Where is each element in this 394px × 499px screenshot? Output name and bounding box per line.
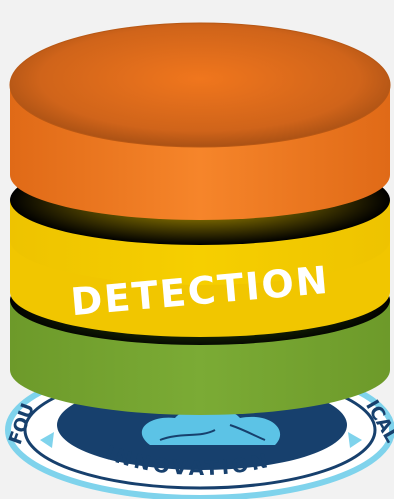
orange-layer [10,23,390,220]
